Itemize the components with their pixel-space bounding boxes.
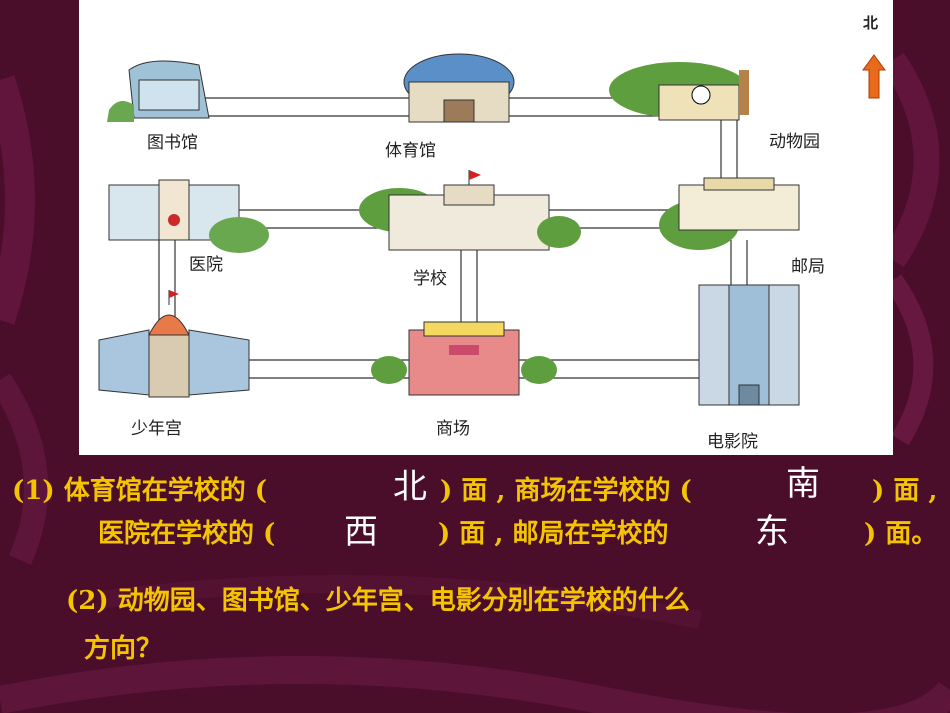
school-building-icon: [359, 170, 581, 251]
hospital-building-icon: [108, 179, 269, 253]
q1-line1-part1: (1) 体育馆在学校的 (: [12, 476, 268, 506]
label-hospital: 医院: [189, 255, 223, 275]
q1-line1-part3: ) 面 ,: [872, 476, 938, 506]
cinema-building-icon: [698, 284, 800, 406]
label-cinema: 电影院: [707, 432, 758, 452]
youth-palace-building-icon: [98, 290, 250, 398]
label-zoo: 动物园: [769, 132, 820, 152]
town-map: 北 图书馆 体育馆 动物园 医院 学校 邮局 少年宫 商场 电影院: [79, 0, 893, 455]
zoo-gate-icon: [609, 62, 749, 121]
q1-line1-part2: ) 面 , 商场在学校的 (: [440, 476, 692, 506]
q1-line2-part3: ) 面。: [864, 519, 938, 549]
label-library: 图书馆: [147, 133, 198, 153]
north-label: 北: [863, 14, 879, 32]
label-school: 学校: [413, 269, 447, 289]
gym-building-icon: [403, 53, 515, 123]
q2-line2: 方向？: [84, 634, 163, 664]
library-building-icon: [107, 60, 210, 122]
map-drawing: [98, 53, 886, 406]
q1-line2-part1: 医院在学校的 (: [98, 519, 276, 549]
post-office-building-icon: [659, 177, 800, 250]
answer-hospital: 西: [344, 512, 378, 552]
answer-post-office: 东: [755, 512, 789, 552]
answer-gym: 北: [393, 467, 427, 507]
answer-mall: 南: [786, 464, 820, 504]
mall-building-icon: [371, 321, 557, 396]
north-arrow-icon: [862, 54, 886, 99]
label-mall: 商场: [436, 419, 470, 439]
q2-line1: (2) 动物园、图书馆、少年宫、电影分别在学校的什么: [66, 586, 690, 616]
label-post-office: 邮局: [791, 257, 825, 277]
label-gym: 体育馆: [385, 141, 436, 161]
q1-line2-part2: ) 面 , 邮局在学校的: [438, 519, 669, 549]
label-youth-palace: 少年宫: [131, 419, 182, 439]
